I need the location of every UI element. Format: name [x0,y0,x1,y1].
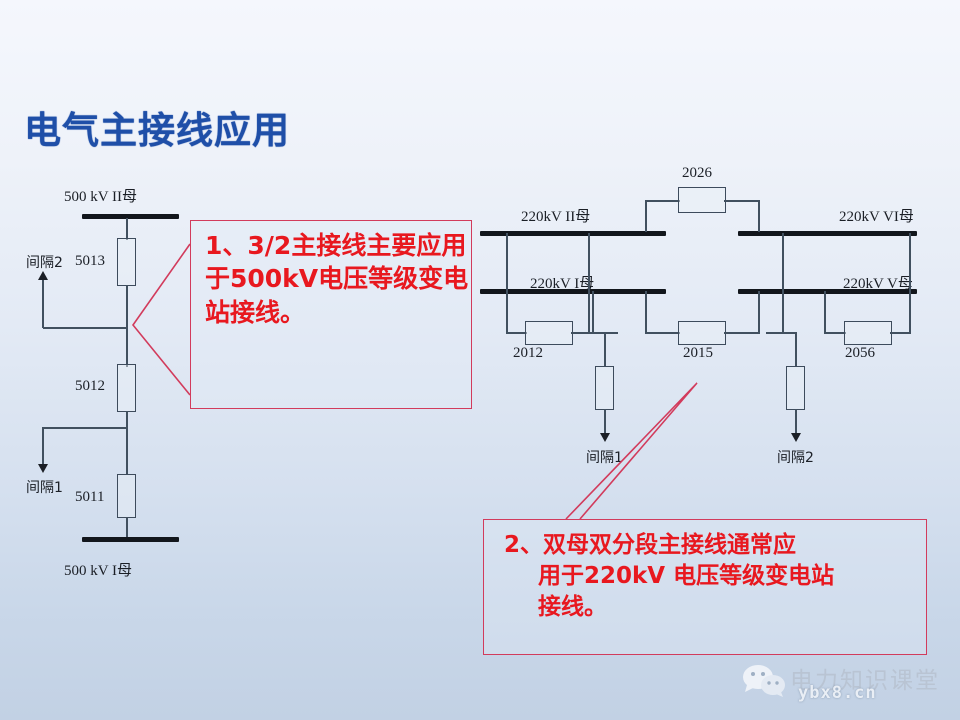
wire-2056-right-arm [890,332,911,334]
wire-2012-right-leg [592,291,594,333]
breaker-2015 [678,321,726,345]
wire-bay2-drop [795,332,797,366]
breaker-label-5011: 5011 [75,489,105,505]
wire-5012-to-5011 [126,411,128,475]
busbar-220kv-vi [738,231,917,236]
wire-bay2-junction [766,332,796,334]
wire-2026-right-leg [758,201,760,232]
wire-2026-left-arm [645,200,680,202]
callout-2-line-2: 用于220kV 电压等级变电站 [538,562,835,589]
breaker-bay2 [786,366,805,410]
bay1-tap-horizontal [43,427,127,429]
busbar-220kv-ii [480,231,666,236]
bay-label-2: 间隔2 [777,450,814,466]
wire-bay1-drop [604,332,606,366]
bay2-arrow-down-icon [791,433,801,442]
wire-2056-right-leg [909,233,911,333]
breaker-2026 [678,187,726,213]
busbar-500kv-i [82,537,179,542]
bay-label-1: 间隔1 [586,450,623,466]
wire-2015-left-arm [645,332,680,334]
wire-2012-right-arm [571,332,594,334]
breaker-label-2012: 2012 [513,345,543,361]
wire-2012-left-arm [506,332,527,334]
wire-bay1-from-bus-ii [588,233,590,333]
breaker-2012 [525,321,573,345]
bay2-tap-vertical [42,280,44,328]
bay-label-1: 间隔1 [26,480,63,496]
bus-label-220kv-ii: 220kV II母 [521,209,591,225]
bus-label-220kv-vi: 220kV VI母 [839,209,914,225]
bus-label-220kv-v: 220kV V母 [843,276,913,292]
callout-box-2: 2、双母双分段主接线通常应 用于220kV 电压等级变电站 接线。 [483,519,927,655]
wire-2015-right-arm [724,332,760,334]
busbar-220kv-i [480,289,666,294]
bay2-arrow-up-icon [38,271,48,280]
bay1-arrow-down-icon [38,464,48,473]
wire-2056-left-leg [824,291,826,333]
watermark: 电力知识课堂 ybx8.cn [742,660,952,710]
bus-label-500kv-i: 500 kV I母 [64,563,133,579]
wire-2026-left-leg [645,201,647,232]
breaker-label-2056: 2056 [845,345,875,361]
bus-label-220kv-i: 220kV I母 [530,276,595,292]
breaker-5012 [117,364,136,412]
watermark-brand: 电力知识课堂 [790,668,940,694]
watermark-site: ybx8.cn [798,683,877,703]
wire-2012-left-leg [506,233,508,333]
wire-2056-left-arm [824,332,846,334]
bay1-tap-vertical [42,427,44,467]
busbar-500kv-ii [82,214,179,219]
wire-bay2-from-bus-vi [782,233,784,333]
wire-2015-right-leg [758,291,760,333]
wire-5013-to-5012 [126,285,128,367]
breaker-label-2015: 2015 [683,345,713,361]
breaker-bay1 [595,366,614,410]
callout-box-1: 1、3/2主接线主要应用于500kV电压等级变电站接线。 [190,220,472,409]
wechat-icon [743,665,785,697]
bus-label-500kv-ii: 500 kV II母 [64,189,138,205]
breaker-2056 [844,321,892,345]
wire-5011-to-bus1 [126,517,128,538]
wire-2026-right-arm [724,200,760,202]
callout-2-line-3: 接线。 [538,593,607,620]
breaker-5013 [117,238,136,286]
callout-2-line-1: 2、双母双分段主接线通常应 [504,532,797,558]
wire-2015-left-leg [645,291,647,333]
breaker-5011 [117,474,136,518]
wire-bay2-out [795,409,797,437]
breaker-label-5013: 5013 [75,253,105,269]
wire-bay1-junction [588,332,618,334]
bay1-arrow-down-icon [600,433,610,442]
breaker-label-5012: 5012 [75,378,105,394]
bay-label-2: 间隔2 [26,255,63,271]
bay2-tap-horizontal [43,327,127,329]
wire-bus2-to-5013 [126,218,128,240]
busbar-220kv-v [738,289,917,294]
breaker-label-2026: 2026 [682,165,712,181]
page-title: 电气主接线应用 [24,109,290,152]
